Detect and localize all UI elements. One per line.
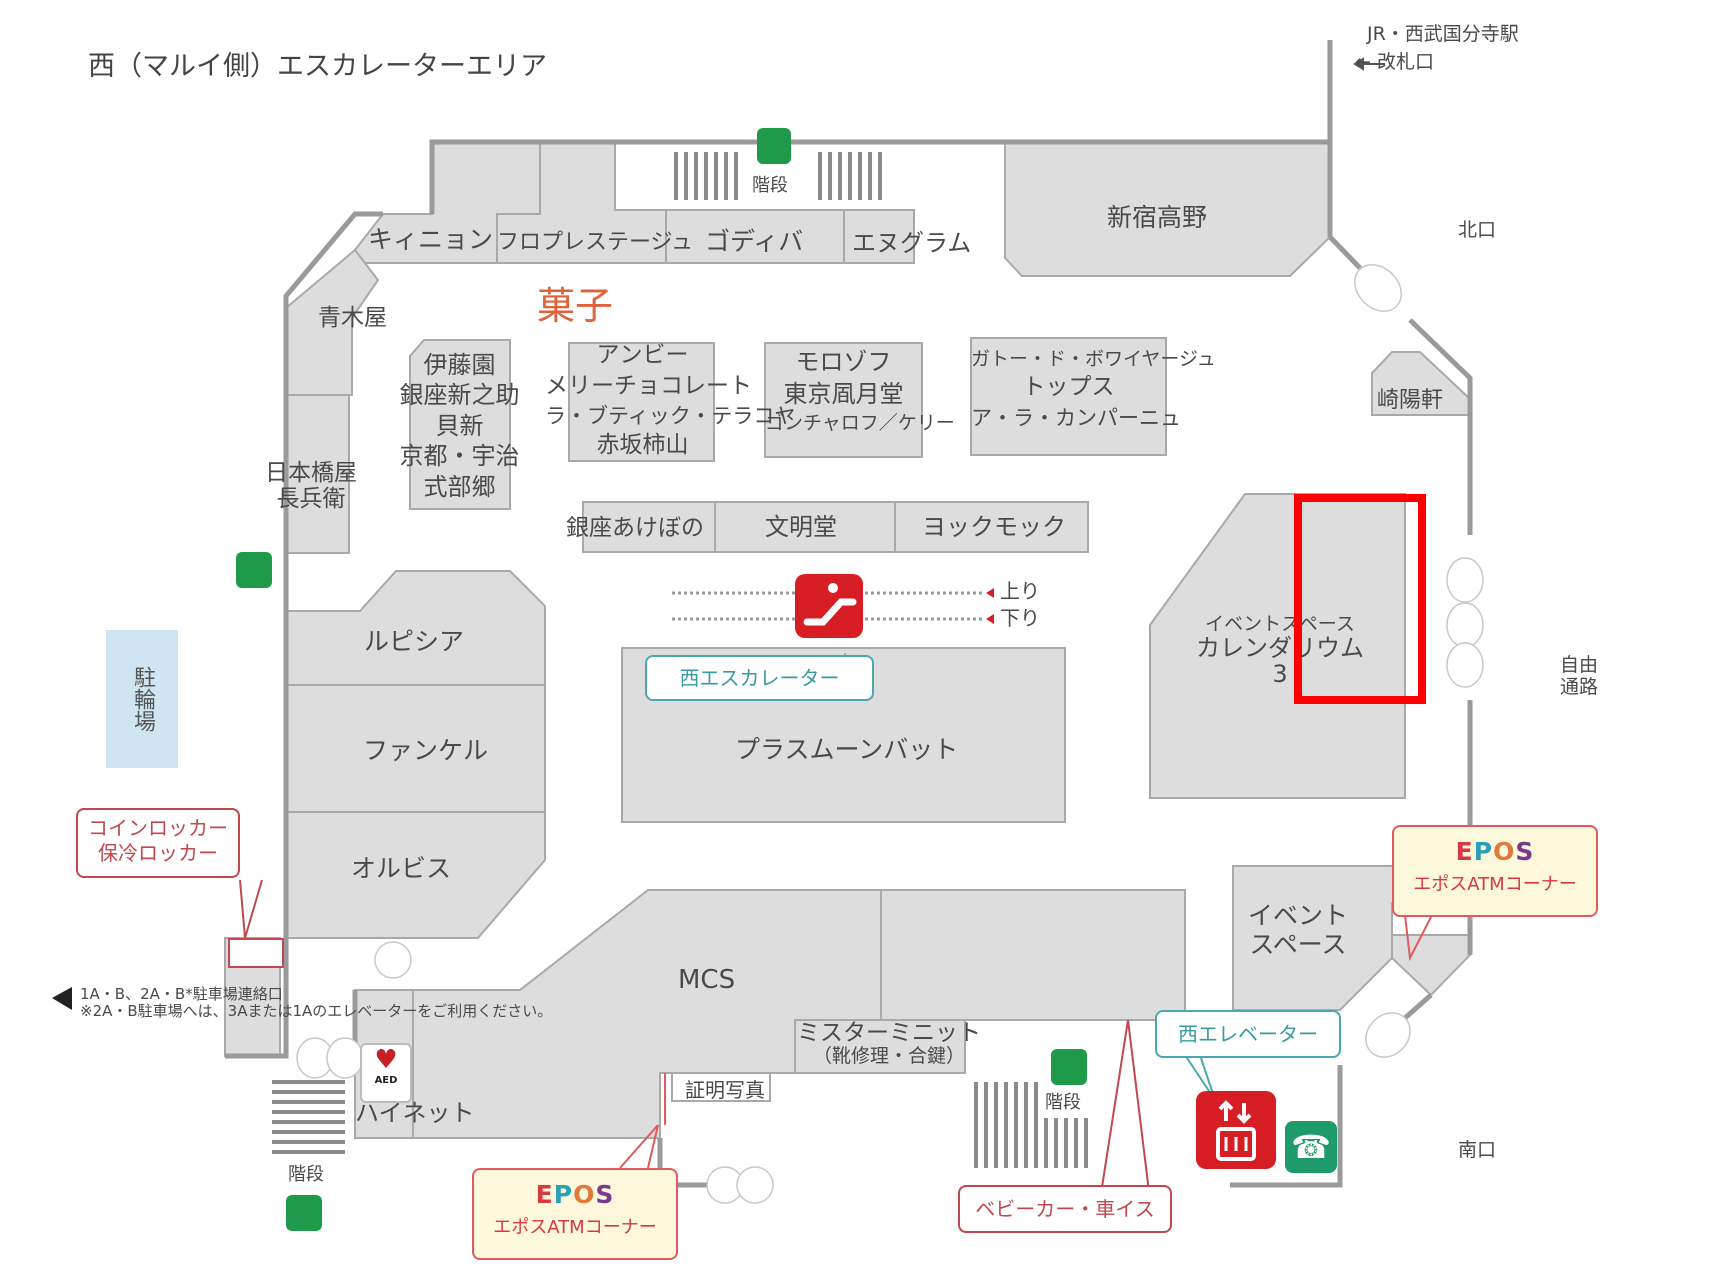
shop-godiva[interactable]: ゴディバ [705,227,804,256]
elevator-icon[interactable] [1196,1091,1276,1169]
escalator-up-label: 上り [1000,579,1040,603]
shop-yokumoku-area [894,501,1089,553]
ticket-gate-label: ← 改札口 [1355,51,1434,73]
shop-id-photo[interactable]: 証明写真 [685,1078,765,1102]
shop-yokumoku[interactable]: ヨックモック [922,513,1066,541]
shop-kiyoken[interactable]: 崎陽軒 [1377,388,1444,413]
station-label: JR・西武国分寺駅 [1367,23,1519,45]
shop-block-d[interactable]: ガトー・ド・ボワイヤージュ トップス ア・ラ・カンパーニュ [971,348,1216,430]
shop-id-photo-area [671,1072,771,1102]
west-elevator-callout: 西エレベーター [1155,1010,1341,1058]
shop-mister-minit[interactable]: ミスターミニット （靴修理・合鍵） [797,1020,981,1068]
shop-fancl[interactable]: ファンケル [363,736,489,765]
shop-orbis[interactable]: オルビス [351,854,452,883]
shop-block-b-area [568,342,715,462]
escalator-icon[interactable] [795,574,863,638]
epos-atm-callout-right: EPOS エポスATMコーナー [1392,825,1598,917]
parking-link-arrow-icon [52,987,72,1010]
shop-fancl-area [285,684,546,813]
shop-block-b[interactable]: アンビー メリーチョコレート ラ・ブティック・テラコヤ 赤坂柿山 [545,342,796,459]
shop-mcs-area [412,889,1186,1139]
free-passage-label: 自由 通路 [1560,654,1599,698]
shop-bunmeido-area [714,501,896,553]
shop-block-c[interactable]: モロゾフ 東京凮月堂 ゴンチャロフ／ケリー [765,348,955,434]
stroller-wheelchair-callout: ベビーカー・車イス [958,1185,1172,1233]
shop-block-a-area [409,339,511,510]
shop-block-d-area [970,337,1167,456]
shop-block-c-area [764,342,923,458]
stairs-label-top: 階段 [752,175,788,196]
shop-plus-moon-bat[interactable]: プラスムーンバット [735,735,959,764]
shop-enuguram-area [843,209,915,264]
shop-ginza-akebono[interactable]: 銀座あけぼの [566,515,704,541]
shop-mcs[interactable]: MCS [678,965,736,995]
event-calendarium[interactable]: イベントスペース カレンダリウム 3 [1196,613,1364,689]
shop-nihonbashiya-area [285,394,350,554]
shop-ginza-akebono-area [582,501,716,553]
epos-atm-nook [1391,934,1471,997]
epos-logo: EPOS [1455,837,1535,866]
west-escalator-callout: 西エスカレーター [645,655,874,701]
emergency-exit-icon [757,128,791,164]
escalator-down-label: 下り [1000,606,1040,630]
locker-box [228,938,284,968]
parking-link-label: 1A・B、2A・B*駐車場連絡口 ※2A・B駐車場へは、3Aまたは1Aのエレベー… [80,985,553,1021]
shop-frople-stage[interactable]: フロプレステージュ [497,230,694,255]
elevator-glyph-icon [1216,1100,1256,1161]
map-title: 西（マルイ側）エスカレーターエリア [88,51,547,82]
heart-icon: ♥ [374,1045,398,1075]
shop-mister-minit-area [794,1019,966,1074]
emergency-exit-icon [1051,1049,1087,1085]
emergency-exit-icon [236,552,272,588]
bicycle-parking: 駐輪場 [106,630,178,768]
stairs-label-bottom-left: 階段 [288,1164,324,1185]
section-label-sweets: 菓子 [537,284,614,328]
telephone-icon: ☎ [1285,1121,1337,1173]
coin-locker-callout: コインロッカー 保冷ロッカー [76,808,240,878]
escalator-glyph-icon [803,583,857,626]
stairs-label-bottom-right: 階段 [1045,1092,1081,1113]
shop-block-a[interactable]: 伊藤園 銀座新之助 貝新 京都・宇治 式部郷 [399,351,520,501]
shop-godiva-area [665,209,845,264]
event-space[interactable]: イベント スペース [1248,901,1349,959]
south-exit-label: 南口 [1458,1139,1497,1161]
shop-hinet[interactable]: ハイネット [355,1099,475,1127]
aed-icon: ♥ AED [360,1043,412,1103]
shop-enuguram[interactable]: エヌグラム [852,229,972,257]
shop-bunmeido[interactable]: 文明堂 [765,513,837,541]
emergency-exit-icon [286,1195,322,1231]
epos-logo: EPOS [535,1180,615,1209]
shop-aokiya[interactable]: 青木屋 [318,305,387,331]
north-exit-label: 北口 [1458,219,1497,241]
shop-lupicia[interactable]: ルピシア [364,627,465,656]
shop-shinjuku-takano[interactable]: 新宿高野 [1107,203,1208,232]
shop-kinyon[interactable]: キィニョン [368,225,494,254]
epos-atm-callout-left: EPOS エポスATMコーナー [472,1168,678,1260]
highlight-box [1294,494,1426,704]
shop-nihonbashiya[interactable]: 日本橋屋 長兵衛 [265,460,357,513]
